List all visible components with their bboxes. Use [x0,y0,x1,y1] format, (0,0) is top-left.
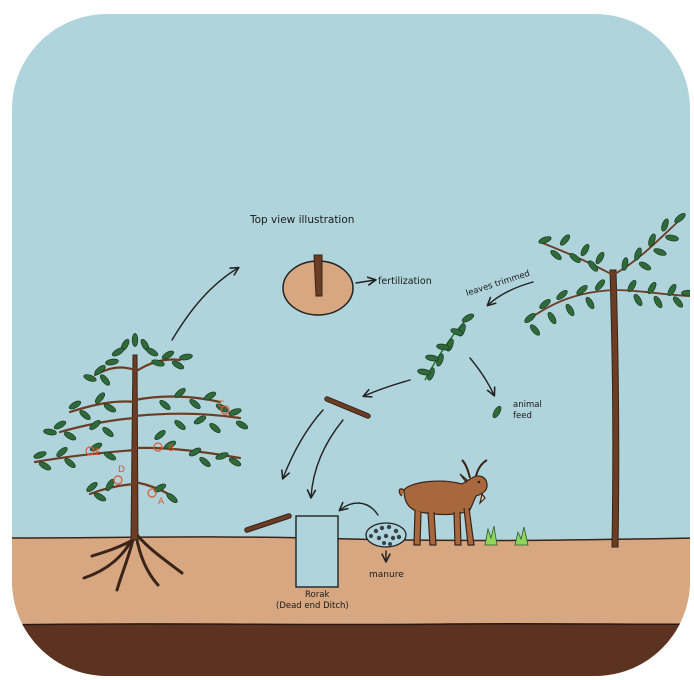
label-animal-feed-line2: feed [513,411,532,421]
label-rorak-subtitle: (Dead end Ditch) [276,601,349,611]
marker-d: D [118,465,125,475]
deep-soil [0,624,694,680]
label-fertilization: fertilization [378,276,432,287]
label-top-view: Top view illustration [249,214,354,226]
marker-e: E [95,448,101,458]
top-view-trunk [314,255,322,296]
marker-c: C [218,400,224,410]
rorak-ditch [296,516,338,587]
label-animal-feed-line1: animal [513,400,542,410]
marker-a: A [158,497,165,507]
label-rorak: Rorak [305,590,329,600]
marker-b: B [168,444,174,454]
manure-pile [366,523,406,547]
label-manure: manure [369,570,404,580]
